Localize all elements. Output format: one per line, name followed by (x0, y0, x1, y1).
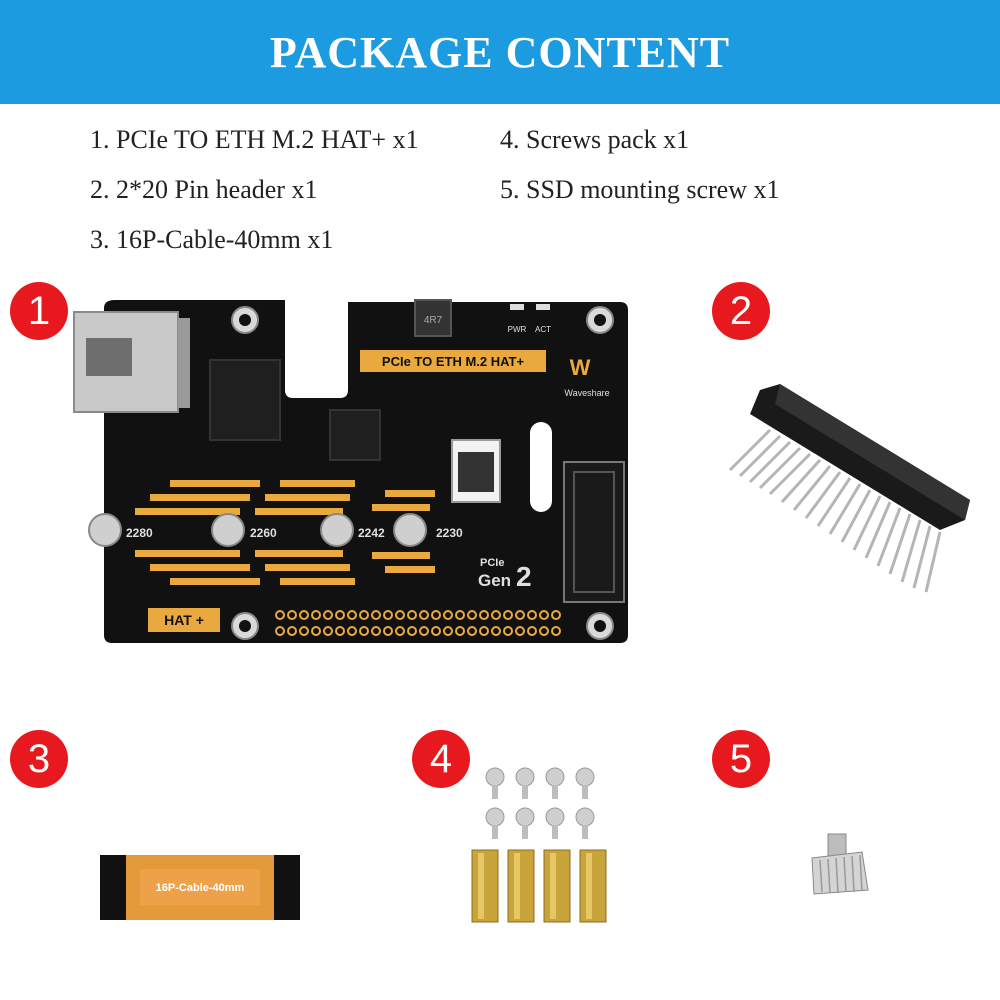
hat-board-image: 4R7 PWR ACT PCIe TO ETH M.2 HAT+ W Waves… (73, 299, 628, 643)
cable-label: 16P-Cable-40mm (156, 882, 245, 894)
badge-2: 2 (712, 282, 770, 340)
list-item: 3. 16P-Cable-40mm x1 (90, 225, 334, 254)
brass-standoffs (471, 849, 607, 923)
led-act (536, 304, 550, 310)
ssd-size-markings (135, 480, 435, 585)
size-label-2260: 2260 (250, 526, 277, 540)
board-slot (530, 422, 552, 512)
pin-header-image (728, 384, 970, 593)
inductor (414, 299, 452, 337)
gen-number: 2 (516, 561, 532, 592)
standoff (320, 513, 354, 547)
badge-5: 5 (712, 730, 770, 788)
screw-thread (827, 833, 847, 857)
gpio-pads (275, 610, 561, 636)
standoff (88, 513, 122, 547)
standoff (211, 513, 245, 547)
standoff (393, 513, 427, 547)
list-item: 5. SSD mounting screw x1 (500, 175, 780, 204)
chip (209, 359, 281, 441)
page-title: PACKAGE CONTENT (269, 27, 731, 77)
pcie-label: PCIe (480, 557, 504, 569)
size-label-2230: 2230 (436, 526, 463, 540)
brand-label: Waveshare (564, 388, 609, 398)
size-label-2280: 2280 (126, 526, 153, 540)
ffc-cable-image: 16P-Cable-40mm (100, 855, 300, 920)
badge-4: 4 (412, 730, 470, 788)
hat-label-bg (148, 608, 220, 632)
badge-1: 1 (10, 282, 68, 340)
cable-end-left (100, 855, 126, 920)
board-label-bg (360, 350, 546, 372)
brand-logo: W (570, 355, 591, 380)
ssd-screw-image (811, 833, 869, 895)
chip (329, 409, 381, 461)
led-pwr (510, 304, 524, 310)
size-label-2242: 2242 (358, 526, 385, 540)
led-act-label: ACT (535, 325, 551, 334)
ethernet-port (86, 338, 132, 376)
contents-list-left: 1. PCIe TO ETH M.2 HAT+ x1 2. 2*20 Pin h… (90, 125, 419, 275)
contents-list-right: 4. Screws pack x1 5. SSD mounting screw … (500, 125, 780, 225)
list-item: 1. PCIe TO ETH M.2 HAT+ x1 (90, 125, 419, 154)
badge-3: 3 (10, 730, 68, 788)
led-pwr-label: PWR (508, 325, 527, 334)
list-item: 2. 2*20 Pin header x1 (90, 175, 318, 204)
inductor-label: 4R7 (424, 315, 443, 326)
gen-label: Gen (478, 571, 511, 590)
board-label: PCIe TO ETH M.2 HAT+ (382, 354, 525, 369)
header-banner: PACKAGE CONTENT (0, 0, 1000, 104)
list-item: 4. Screws pack x1 (500, 125, 690, 154)
header-pins (728, 428, 942, 593)
screws (485, 767, 595, 839)
cable-end-right (274, 855, 300, 920)
screws-pack-image (471, 767, 607, 923)
hat-label: HAT + (164, 612, 204, 628)
